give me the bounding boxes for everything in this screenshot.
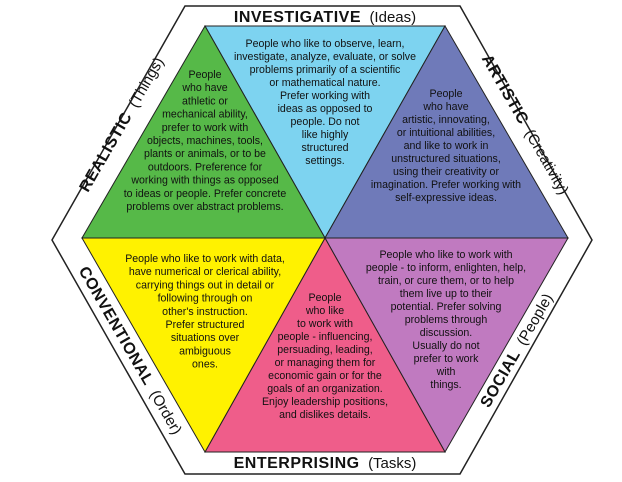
description-line: People who like to work with (379, 249, 512, 261)
description-line: plants or animals, or to be (144, 148, 266, 160)
description-line: discussion. (420, 327, 472, 339)
description-line: objects, machines, tools, (147, 135, 263, 147)
enterprising-label: ENTERPRISING (Tasks) (234, 455, 417, 472)
description-line: People (430, 88, 463, 100)
description-line: artistic, innovating, (402, 114, 490, 126)
description-line: and like to work in (404, 140, 489, 152)
description-line: who have (181, 82, 227, 94)
description-line: who have (422, 101, 468, 113)
description-line: people. Do not (291, 116, 360, 128)
description-line: self-expressive ideas. (395, 192, 497, 204)
description-line: or managing them for (275, 357, 376, 369)
description-line: People (309, 292, 342, 304)
description-line: ones. (192, 359, 218, 371)
description-line: to ideas or people. Prefer concrete (124, 188, 287, 200)
description-line: have numerical or clerical ability, (129, 266, 281, 278)
description-line: to work with (297, 318, 353, 330)
description-line: using their creativity or (393, 166, 499, 178)
description-line: prefer to work (414, 353, 479, 365)
description-line: people - influencing, (278, 331, 373, 343)
description-line: things. (430, 379, 461, 391)
description-line: People who like to work with data, (125, 253, 285, 265)
description-line: and dislikes details. (279, 409, 371, 421)
description-line: settings. (305, 155, 344, 167)
description-line: or mathematical nature. (269, 77, 380, 89)
description-line: problems through (405, 314, 488, 326)
description-line: with (436, 366, 456, 378)
description-line: other's instruction. (162, 306, 248, 318)
description-line: like highly (302, 129, 349, 141)
description-line: train, or cure them, or to help (378, 275, 514, 287)
description-line: working with things as opposed (130, 175, 278, 187)
description-line: ideas as opposed to (278, 103, 373, 115)
description-line: prefer to work with (162, 122, 249, 134)
description-line: Prefer working with (280, 90, 370, 102)
description-line: Enjoy leadership positions, (262, 396, 388, 408)
description-line: goals of an organization. (267, 383, 382, 395)
description-line: Usually do not (412, 340, 479, 352)
description-line: carrying things out in detail or (136, 279, 275, 291)
description-line: Prefer structured (166, 319, 245, 331)
description-line: people - to inform, enlighten, help, (366, 262, 526, 274)
description-line: following through on (158, 293, 253, 305)
realistic-triangle (81, 24, 326, 239)
investigative-label: INVESTIGATIVE (Ideas) (234, 9, 416, 26)
description-line: imagination. Prefer working with (371, 179, 521, 191)
description-line: persuading, leading, (277, 344, 372, 356)
description-line: situations over (171, 332, 240, 344)
description-line: outdoors. Preference for (148, 161, 263, 173)
description-line: investigate, analyze, evaluate, or solve (234, 51, 416, 63)
investigative-description: People who like to observe, learn,invest… (234, 38, 416, 167)
description-line: them live up to their (400, 288, 493, 300)
description-line: problems primarily of a scientific (250, 64, 401, 76)
conventional-description: People who like to work with data,have n… (125, 253, 285, 371)
description-line: who like (305, 305, 344, 317)
description-line: People who like to observe, learn, (246, 38, 405, 50)
description-line: ambiguous (179, 345, 231, 357)
description-line: People (189, 69, 222, 81)
description-line: problems over abstract problems. (126, 201, 283, 213)
description-line: mechanical ability, (162, 109, 248, 121)
description-line: or intuitional abilities, (397, 127, 495, 139)
description-line: economic gain or for the (268, 370, 382, 382)
description-line: potential. Prefer solving (391, 301, 502, 313)
description-line: unstructured situations, (391, 153, 501, 165)
description-line: structured (301, 142, 348, 154)
description-line: athletic or (182, 95, 228, 107)
